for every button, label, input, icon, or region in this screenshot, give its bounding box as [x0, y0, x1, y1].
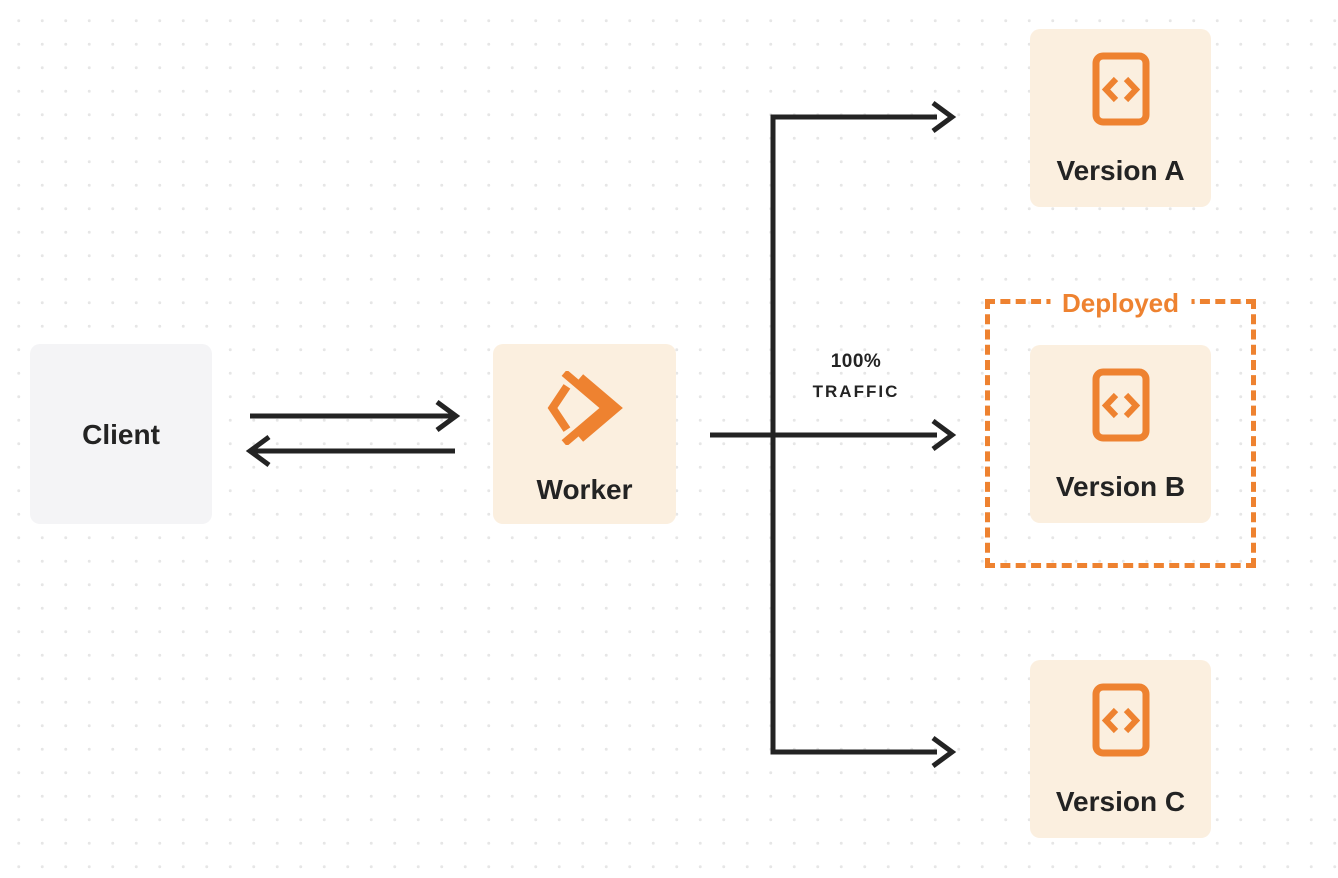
client-node-label: Client — [82, 418, 160, 450]
version-c-label: Version C — [1055, 786, 1186, 817]
traffic-label: 100% TRAFFIC — [776, 348, 936, 408]
arrowhead-left-icon — [245, 434, 271, 468]
traffic-word: TRAFFIC — [812, 382, 900, 401]
version-a-node: Version A — [1030, 29, 1211, 207]
version-a-label: Version A — [1056, 155, 1185, 186]
workers-logo-icon — [547, 371, 623, 445]
code-file-icon — [1092, 52, 1150, 126]
deployed-label: Deployed — [1049, 286, 1192, 320]
version-b-label: Version B — [1055, 471, 1186, 502]
worker-node: Worker — [493, 344, 676, 524]
arrowhead-version-a-icon — [931, 100, 957, 134]
deployed-group-box: Deployed — [985, 286, 1256, 568]
code-file-icon — [1092, 368, 1150, 442]
arrowhead-version-b-icon — [931, 418, 957, 452]
version-c-node: Version C — [1030, 660, 1211, 838]
branch-trunk-line — [770, 114, 937, 755]
version-b-node: Version B — [1030, 345, 1211, 523]
traffic-percent: 100% — [830, 351, 882, 372]
arrowhead-version-c-icon — [931, 735, 957, 769]
code-file-icon — [1092, 683, 1150, 757]
arrowhead-right-icon — [435, 399, 461, 433]
client-node: Client — [30, 344, 212, 524]
worker-node-label: Worker — [536, 474, 633, 505]
